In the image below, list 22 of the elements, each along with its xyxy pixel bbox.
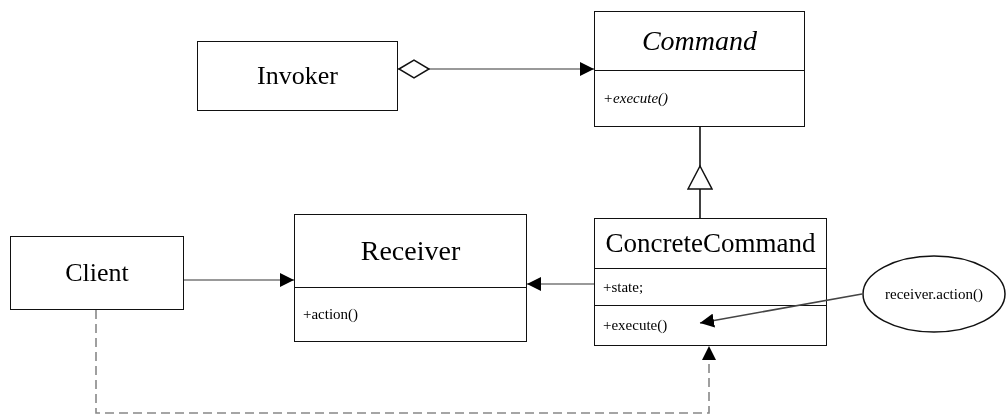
class-member: +state;	[603, 278, 644, 296]
dependency-arrow	[95, 309, 716, 414]
class-member: +execute()	[603, 90, 669, 107]
class-name: Receiver	[360, 235, 461, 267]
aggregation-arrow	[397, 59, 595, 79]
association-arrow	[526, 277, 595, 291]
inheritance-arrow	[687, 126, 713, 219]
class-name: Invoker	[257, 61, 338, 91]
association-arrow	[699, 293, 863, 328]
note-ellipse	[862, 255, 1006, 333]
class-box	[594, 218, 827, 346]
class-name: Client	[65, 258, 129, 288]
class-name: Command	[641, 25, 758, 57]
class-member: +execute()	[603, 317, 668, 334]
association-arrow	[183, 273, 295, 287]
note-text: receiver.action()	[885, 285, 983, 303]
class-box	[10, 236, 184, 310]
class-box	[197, 41, 398, 111]
class-name: ConcreteCommand	[605, 228, 816, 259]
class-member: +action()	[303, 306, 359, 323]
class-box	[294, 214, 527, 342]
class-box	[594, 11, 805, 127]
